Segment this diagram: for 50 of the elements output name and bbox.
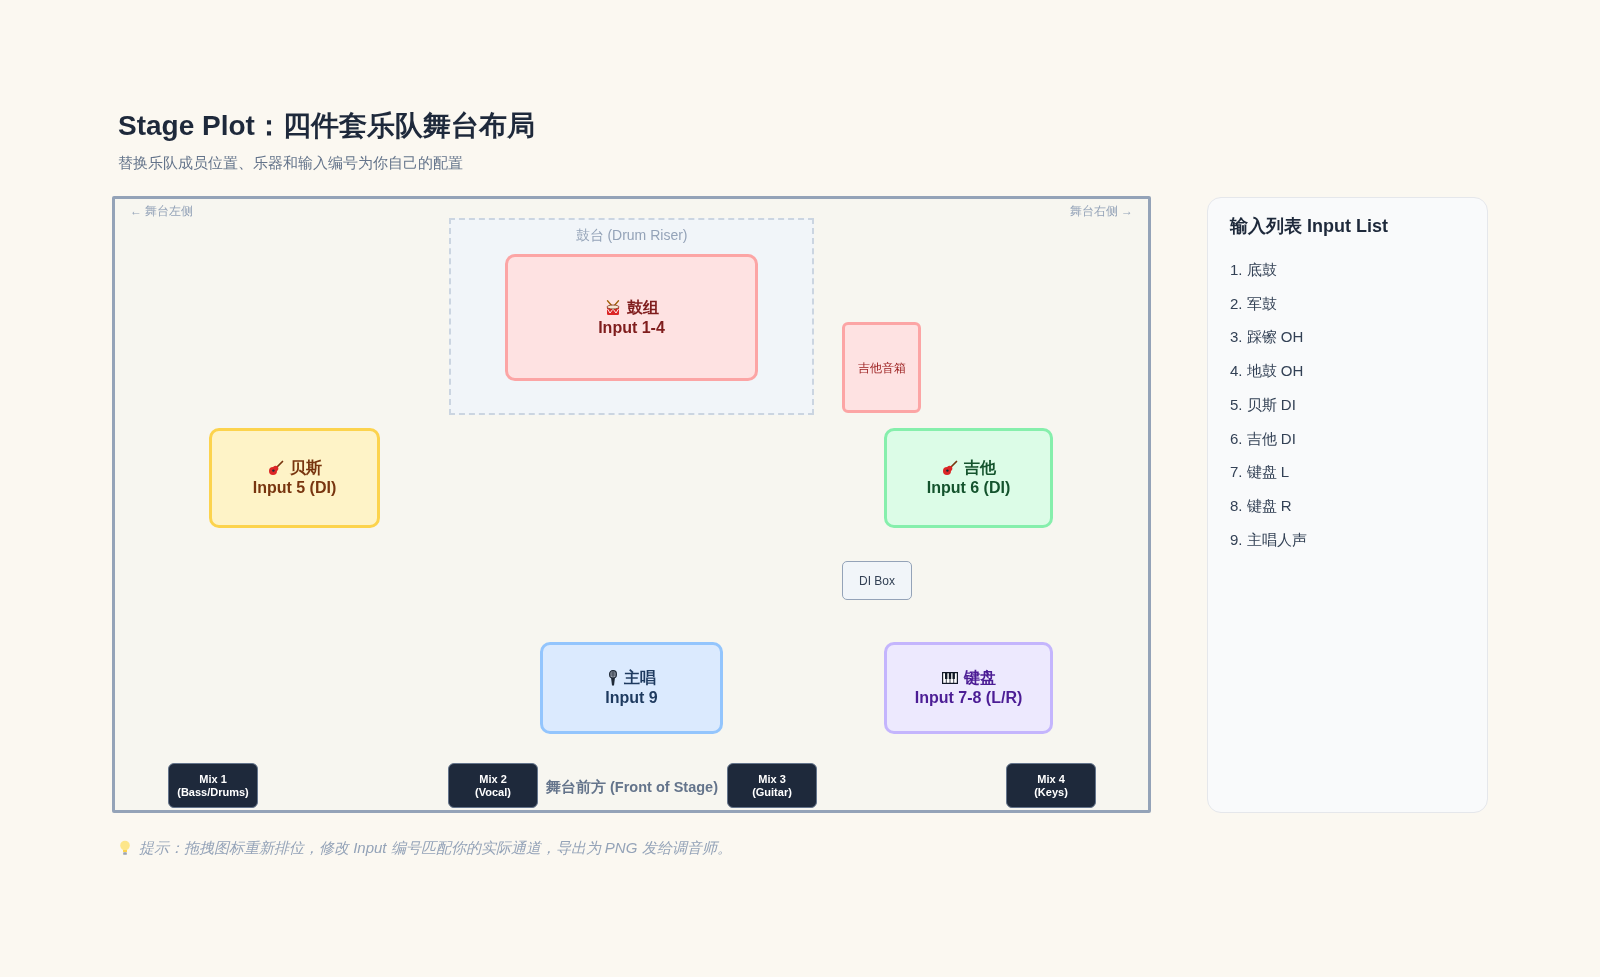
- stage-left-label: ← 舞台左侧: [130, 203, 194, 219]
- input-list-item: 7. 键盘 L: [1230, 462, 1290, 483]
- input-number: Input 6 (DI): [926, 478, 1011, 498]
- input-number: Input 9: [605, 688, 658, 708]
- instrument-name: 贝斯: [289, 458, 322, 478]
- panel-heading: 输入列表 Input List: [1230, 215, 1388, 238]
- drum-riser-area: [449, 218, 814, 415]
- bass-player-block: [209, 428, 380, 528]
- monitor-wedge-block: [168, 763, 258, 808]
- monitor-wedge-block: [727, 763, 817, 808]
- input-list-item: 9. 主唱人声: [1230, 529, 1307, 550]
- monitor-mix-label: (Guitar): [752, 785, 792, 799]
- input-list-item: 4. 地鼓 OH: [1230, 361, 1304, 382]
- input-list-item: 1. 底鼓: [1230, 260, 1277, 280]
- input-list-item: 2. 军鼓: [1230, 293, 1277, 314]
- instrument-name: 吉他: [963, 458, 996, 478]
- riser-label: 鼓台 (Drum Riser): [574, 226, 689, 245]
- page-title: Stage Plot：四件套乐队舞台布局: [118, 109, 535, 143]
- guitar-amp-block: [842, 322, 921, 413]
- tip-text: 提示：拖拽图标重新排位，修改 Input 编号匹配你的实际通道，导出为 PNG 发给调音师。: [139, 838, 732, 858]
- guitar-player-block: [884, 428, 1053, 528]
- monitor-mix-label: (Bass/Drums): [177, 785, 249, 799]
- input-list-item: 5. 贝斯 DI: [1230, 394, 1296, 415]
- keyboard-player-block: [884, 642, 1053, 734]
- monitor-wedge-block: [1006, 763, 1096, 808]
- input-number: Input 1-4: [598, 317, 665, 338]
- stage-area: [112, 196, 1151, 813]
- stage-right-label: 舞台右侧 →: [1069, 203, 1133, 219]
- amp-label: 吉他音箱: [857, 359, 906, 376]
- di-box-block: [842, 561, 912, 600]
- monitor-name: Mix 4: [1037, 772, 1065, 786]
- vocalist-block: [540, 642, 723, 734]
- instrument-name: 主唱: [623, 668, 656, 688]
- input-list-item: 3. 踩镲 OH: [1230, 327, 1304, 348]
- drum-kit-block: [505, 254, 758, 381]
- input-number: Input 5 (DI): [252, 478, 337, 498]
- monitor-name: Mix 1: [199, 772, 227, 786]
- monitor-mix-label: (Vocal): [475, 785, 511, 799]
- instrument-name: 鼓组: [626, 297, 659, 318]
- input-list-item: 8. 键盘 R: [1230, 495, 1292, 516]
- monitor-name: Mix 3: [758, 772, 786, 786]
- monitor-wedge-block: [448, 763, 538, 808]
- monitor-mix-label: (Keys): [1034, 785, 1068, 799]
- di-box-label: DI Box: [859, 572, 895, 589]
- page-subtitle: 替换乐队成员位置、乐器和输入编号为你自己的配置: [118, 153, 463, 173]
- input-number: Input 7-8 (L/R): [914, 688, 1023, 708]
- monitor-name: Mix 2: [479, 772, 507, 786]
- front-of-stage-label: 舞台前方 (Front of Stage): [545, 778, 719, 797]
- instrument-name: 键盘: [963, 668, 996, 688]
- input-list-item: 6. 吉他 DI: [1230, 428, 1296, 449]
